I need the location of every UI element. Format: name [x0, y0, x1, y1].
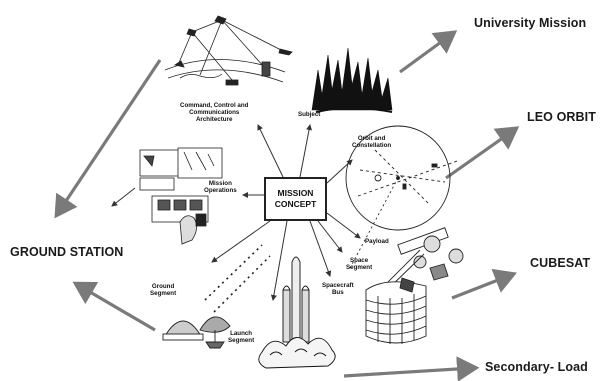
label-launch-line1: Launch [230, 330, 253, 337]
label-mission-operations: Mission Operations [204, 180, 237, 194]
label-ground-seg-line2: Segment [150, 290, 177, 297]
label-orbit-line2: Constellation [352, 142, 392, 149]
mission-operations-illustration [139, 147, 223, 245]
label-subject: Subject [298, 111, 321, 118]
mission-concept-line1: MISSION [277, 188, 314, 198]
label-command-line3: Architecture [195, 116, 233, 123]
launch-rocket-illustration [258, 256, 336, 369]
mission-concept-line2: CONCEPT [274, 199, 317, 209]
label-university-mission: University Mission [474, 16, 587, 30]
label-command-control: Command, Control and Communications Arch… [180, 102, 248, 123]
label-mission-ops-line1: Mission [208, 180, 232, 187]
cubesat-illustration [365, 227, 464, 344]
label-orbit-constellation: Orbit and Constellation [352, 135, 391, 149]
outer-arrows [54, 30, 520, 381]
inner-arrows [111, 124, 361, 301]
label-leo-orbit: LEO ORBIT [527, 110, 596, 124]
arrow-to-ground-bottom [72, 281, 156, 332]
label-space-segment: Space Segment [346, 257, 372, 271]
label-command-line1: Command, Control and [180, 102, 249, 109]
label-space-seg-line1: Space [349, 257, 369, 264]
arrow-to-cubesat [451, 268, 517, 300]
label-orbit-line1: Orbit and [357, 135, 386, 142]
arrow-to-university [399, 30, 458, 74]
label-spacecraft-bus: Spacecraft Bus [322, 282, 354, 296]
arrow-to-ground-top [54, 59, 162, 219]
mission-concept-label: MISSION CONCEPT [275, 188, 317, 210]
label-secondary-load: Secondary- Load [485, 360, 588, 374]
label-bus-line1: Spacecraft [322, 282, 354, 289]
label-payload: Payload [365, 238, 389, 245]
label-ground-seg-line1: Ground [151, 283, 175, 290]
command-control-illustration [164, 15, 293, 86]
label-ground-segment: Ground Segment [150, 283, 176, 297]
label-mission-ops-line2: Operations [204, 187, 237, 194]
label-ground-station: GROUND STATION [10, 245, 124, 259]
orbit-illustration [345, 125, 461, 269]
mission-concept-box: MISSION CONCEPT [264, 177, 327, 221]
ground-segment-illustration [162, 244, 271, 349]
label-launch-segment: Launch Segment [228, 330, 254, 344]
label-command-line2: Communications [189, 109, 240, 116]
fire-illustration [311, 47, 393, 113]
label-launch-line2: Segment [228, 337, 255, 344]
label-bus-line2: Bus [331, 289, 344, 296]
label-space-seg-line2: Segment [346, 264, 373, 271]
label-cubesat: CUBESAT [530, 256, 591, 270]
arrow-to-leo [445, 126, 520, 180]
arrow-to-secondary [343, 356, 480, 381]
